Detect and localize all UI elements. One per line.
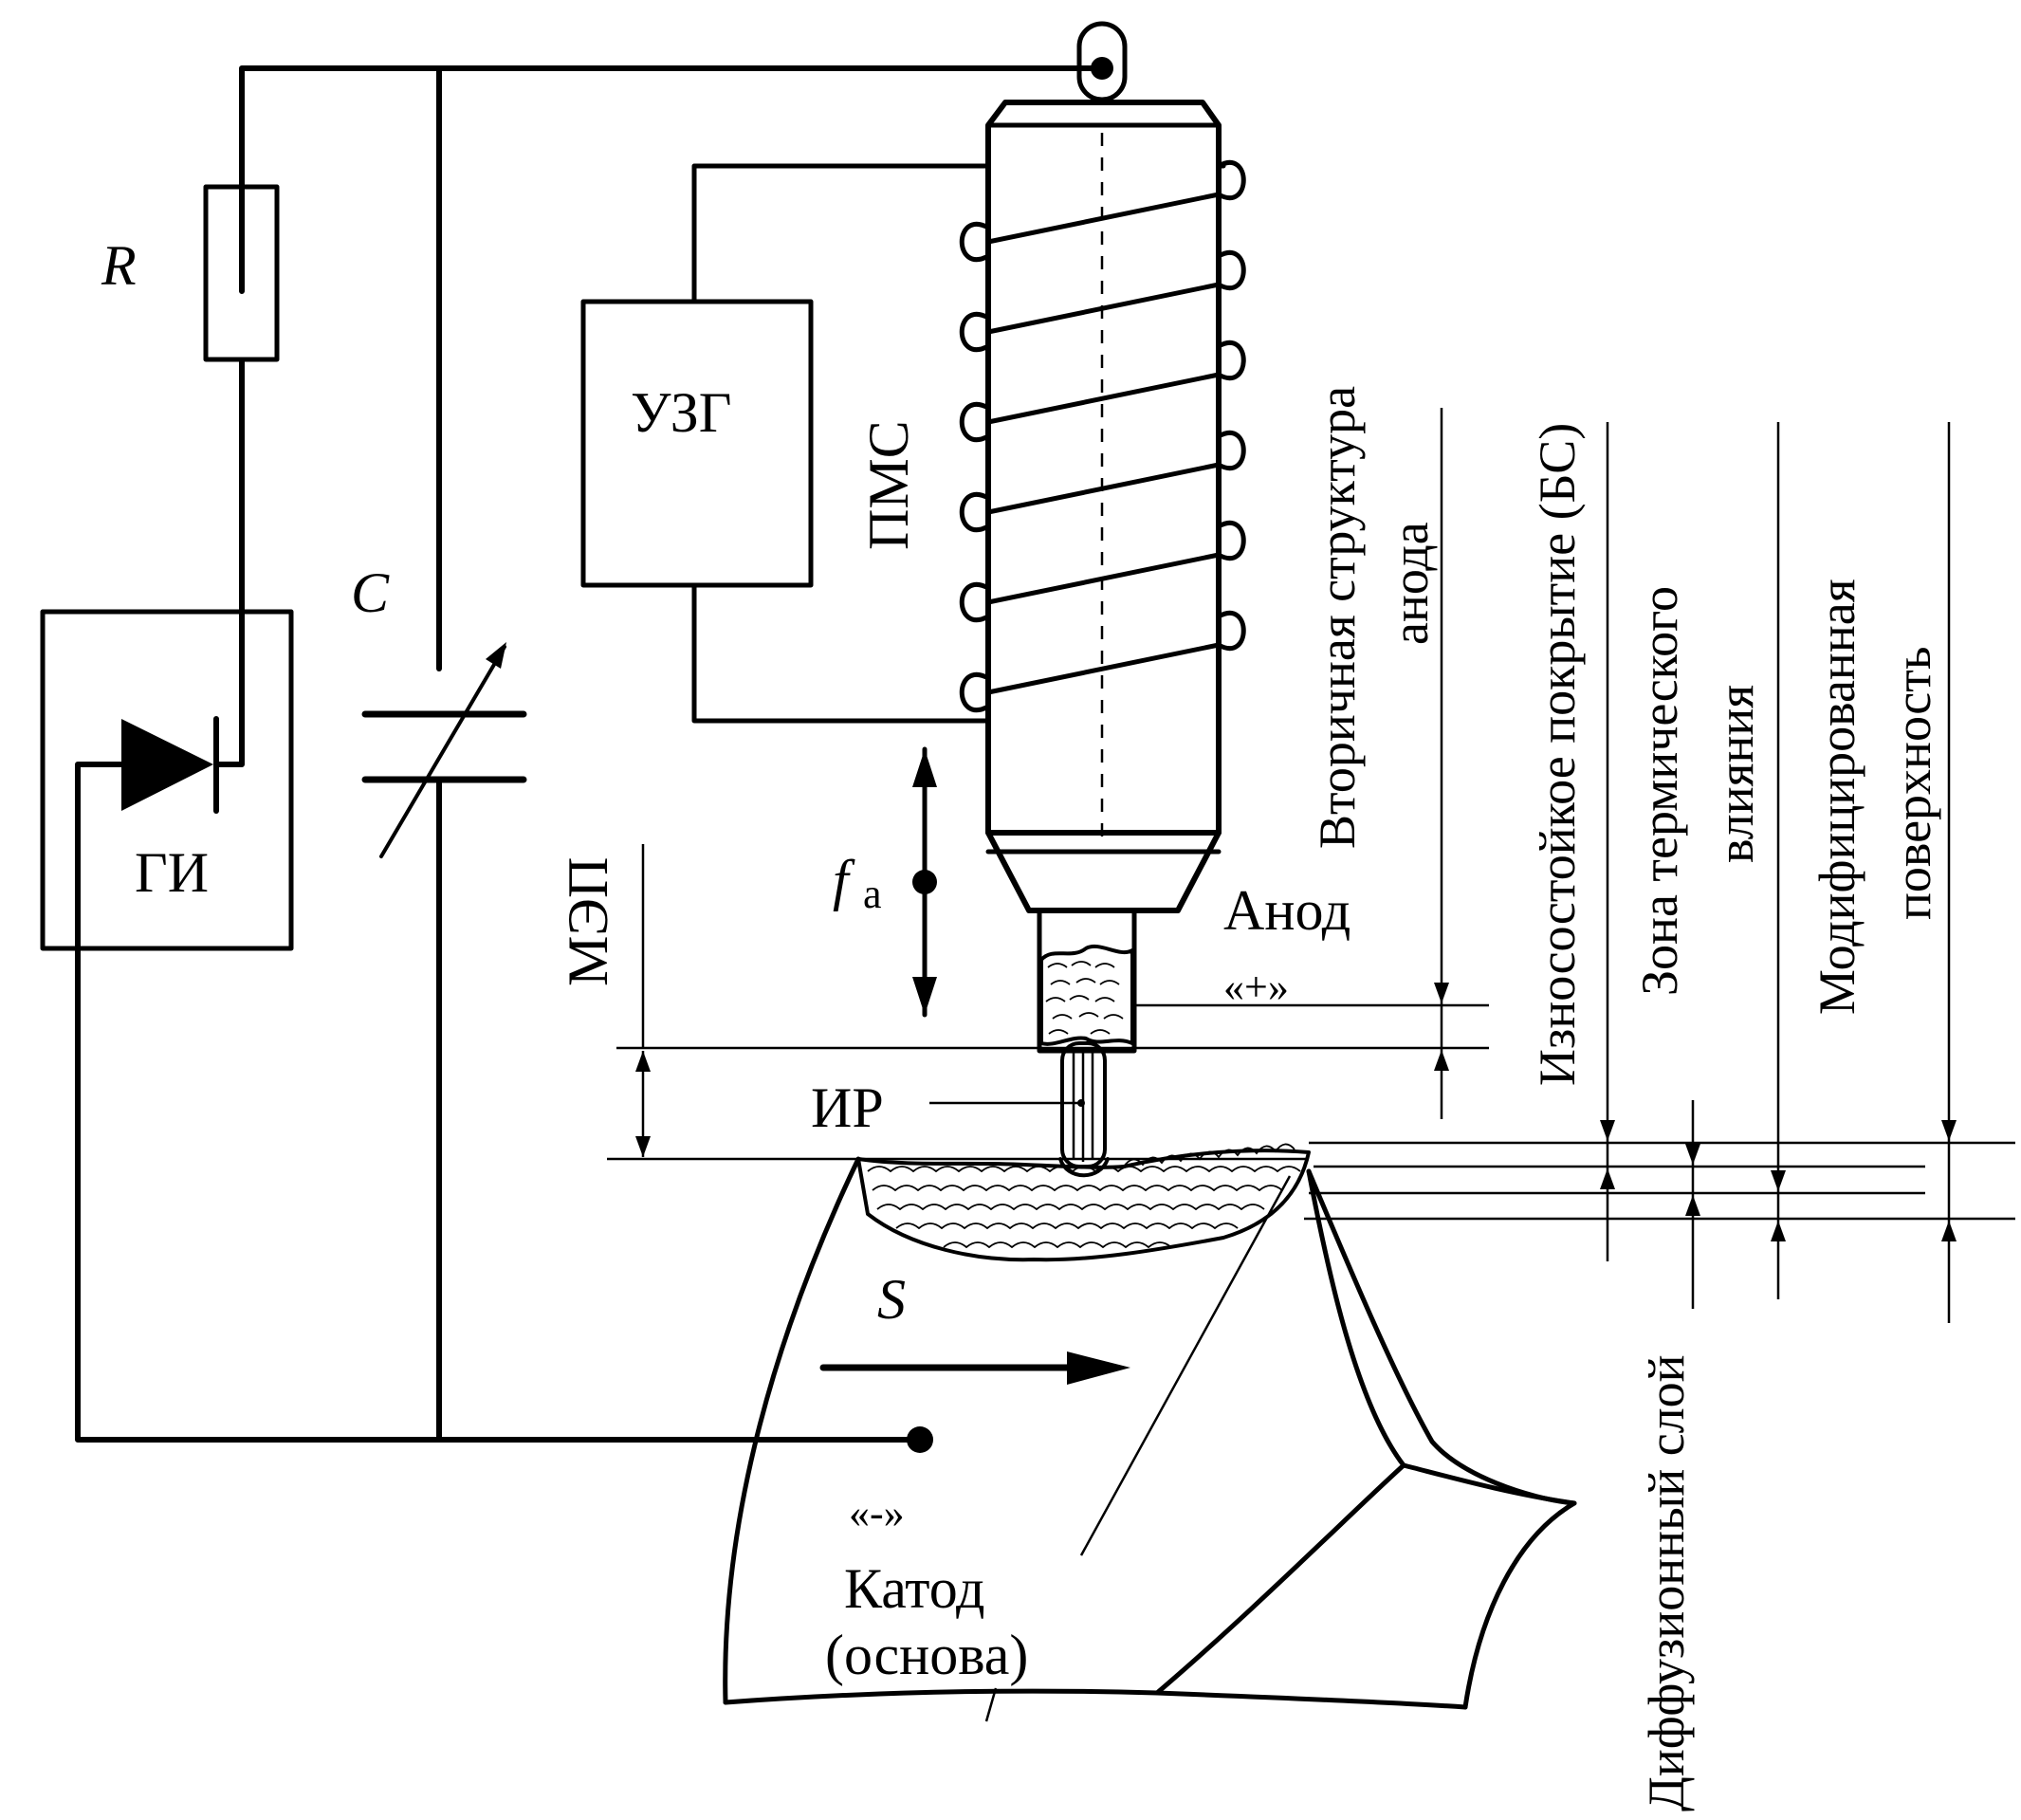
transducer-label: ПМС <box>857 420 920 550</box>
gap-dimension-arrows <box>635 1051 651 1157</box>
anode-secondary-structure <box>1039 945 1134 1046</box>
diffusion-layer-label: Диффузионный слой <box>1638 1354 1695 1811</box>
ultrasonic-generator-box <box>580 299 814 588</box>
diode-icon <box>121 719 213 811</box>
feed-label: S <box>877 1268 906 1331</box>
pulse-generator-box <box>40 609 294 951</box>
modified-surface-label-line1: Модифицированная <box>1809 579 1865 1015</box>
anode-frequency-symbol: f <box>833 849 855 911</box>
transducer-body <box>985 100 1222 836</box>
top-wire <box>239 65 1105 294</box>
cathode-sign: «-» <box>849 1490 905 1536</box>
anode-holder <box>985 21 1222 1054</box>
modified-surface-label-line2: поверхность <box>1884 647 1941 920</box>
cathode-terminal-dot <box>907 1426 933 1453</box>
resistor-label: R <box>101 234 137 297</box>
cathode-label-line1: Катод <box>844 1557 985 1620</box>
anode-sign: «+» <box>1223 964 1289 1010</box>
electrode-gap-label: МЭП <box>557 857 619 986</box>
spark-label: ИР <box>811 1076 884 1139</box>
resistor <box>203 184 280 362</box>
capacitor-label: C <box>351 561 390 624</box>
resistor-to-diode-wire <box>213 358 245 767</box>
heat-zone-label-line1: Зона термического <box>1631 586 1688 996</box>
transducer-taper <box>985 830 1222 913</box>
secondary-structure-label-line1: Вторичная структура <box>1309 386 1366 849</box>
feed-arrow-icon <box>819 1351 1130 1385</box>
return-wire <box>75 762 923 1443</box>
spark-channel <box>1058 1041 1110 1178</box>
anode-terminal-dot <box>1091 57 1113 80</box>
variable-capacitor-icon <box>361 642 527 858</box>
anode-rod <box>1037 908 1137 1054</box>
cathode-label-line2: (основа) <box>825 1624 1028 1686</box>
pulse-generator-label: ГИ <box>135 841 209 904</box>
workpiece <box>723 1156 1577 1722</box>
coil-icon <box>959 160 1246 712</box>
vibration-arrow-icon <box>912 746 937 1018</box>
secondary-structure-label-line2: анода <box>1382 522 1439 645</box>
cathode-leader <box>1079 1175 1292 1556</box>
ultrasonic-generator-label: УЗГ <box>631 381 731 444</box>
wear-coating-label: Износостойкое покрытие (БС) <box>1529 423 1586 1086</box>
wear-coating-layer <box>856 1143 1311 1262</box>
usg-lower-wire <box>691 582 991 724</box>
anode-frequency-subscript: а <box>863 871 882 917</box>
heat-zone-label-line2: влияния <box>1707 685 1764 863</box>
usg-upper-wire <box>691 163 991 304</box>
anode-label: Анод <box>1223 879 1350 942</box>
layer-dimension-lines <box>1304 422 2015 1323</box>
circuit-wires <box>75 65 1105 1453</box>
